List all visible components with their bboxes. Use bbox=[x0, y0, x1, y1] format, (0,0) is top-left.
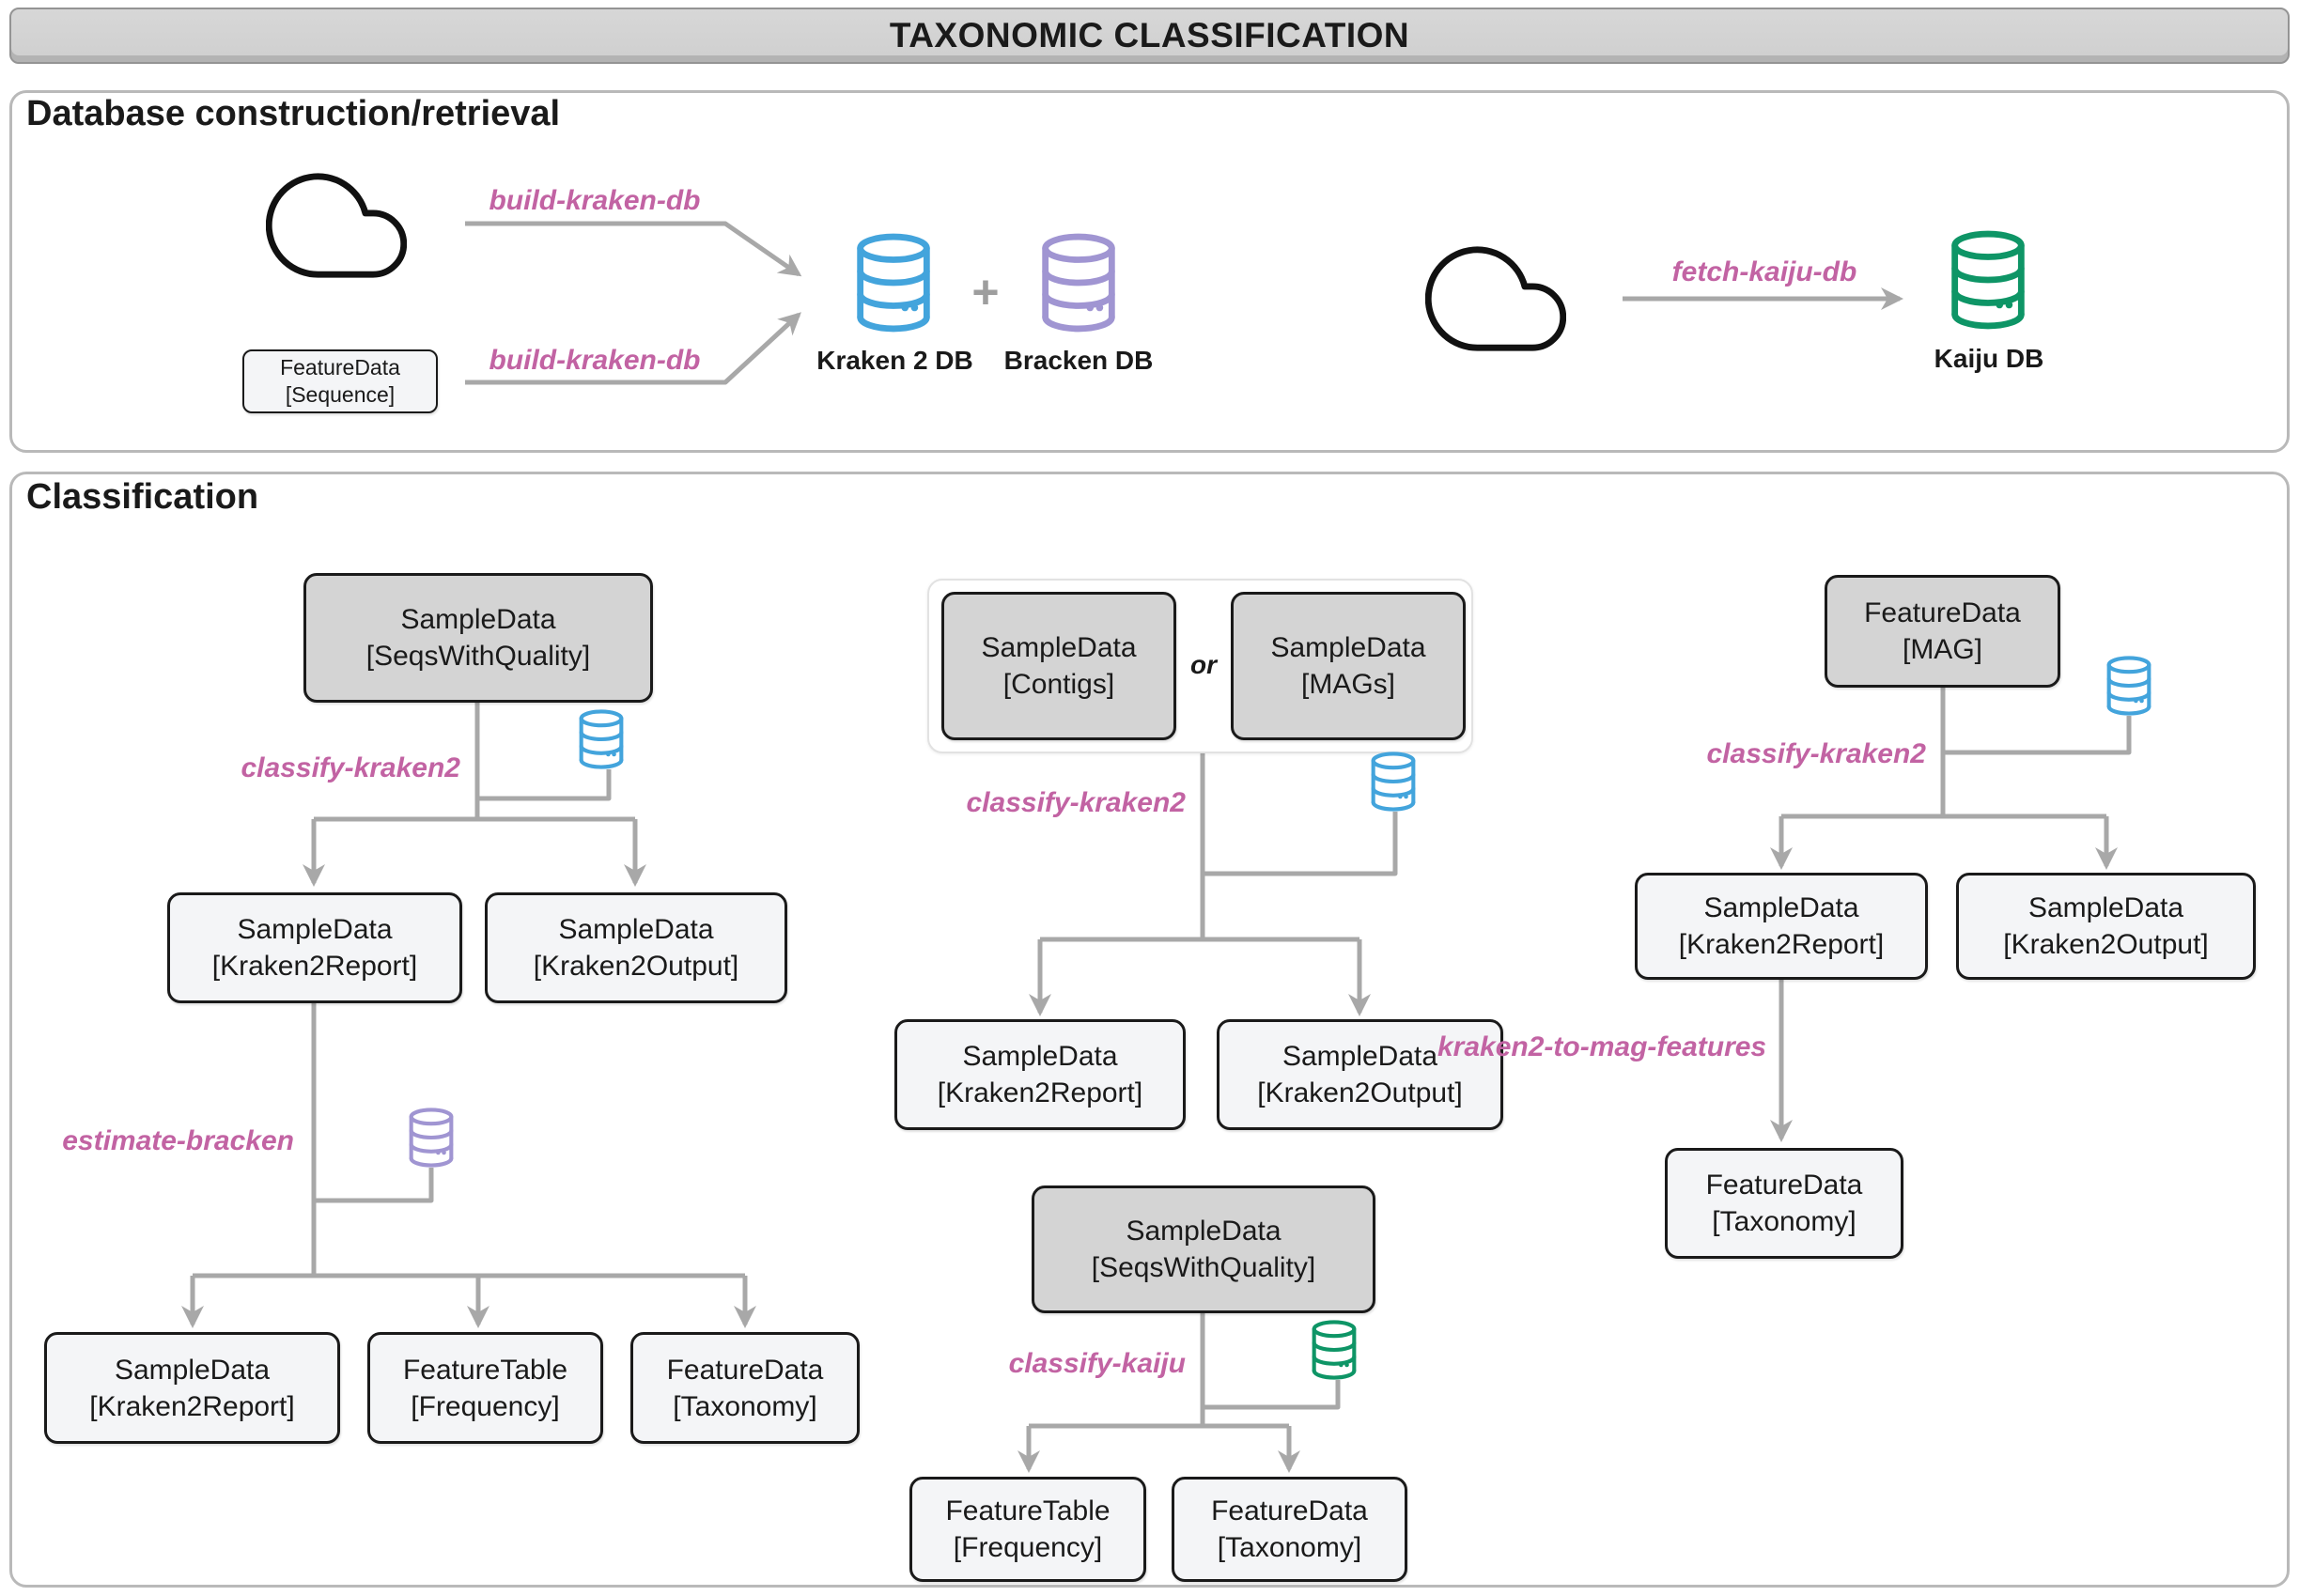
node-text-line: [MAGs] bbox=[1300, 669, 1395, 700]
node-text-line: FeatureTable bbox=[402, 1354, 568, 1386]
database-icon-kraken2-small bbox=[2103, 656, 2155, 716]
node-featuredata-taxonomy: FeatureData [Taxonomy] bbox=[1665, 1148, 1903, 1259]
action-label-estimate-bracken: estimate-bracken bbox=[62, 1125, 294, 1156]
node-text-line: SampleData bbox=[558, 914, 714, 945]
action-label-build-kraken-db-bottom: build-kraken-db bbox=[489, 345, 701, 376]
node-sampledata-contigs: SampleData [Contigs] bbox=[941, 592, 1176, 740]
node-featuretable-frequency: FeatureTable [Frequency] bbox=[367, 1332, 603, 1444]
action-label-build-kraken-db-top: build-kraken-db bbox=[489, 185, 701, 216]
node-text-line: FeatureTable bbox=[945, 1495, 1111, 1526]
action-label-kraken2-to-mag-features: kraken2-to-mag-features bbox=[1437, 1031, 1767, 1062]
node-sampledata-kraken2output: SampleData [Kraken2Output] bbox=[485, 892, 787, 1003]
node-text-line: FeatureData bbox=[280, 355, 400, 380]
node-featuretable-frequency: FeatureTable [Frequency] bbox=[909, 1477, 1146, 1582]
node-text-line: [Taxonomy] bbox=[1217, 1532, 1362, 1563]
plus-sign: + bbox=[971, 266, 1000, 318]
node-text-line: SampleData bbox=[962, 1041, 1118, 1072]
database-icon-bracken bbox=[1035, 233, 1122, 333]
database-icon-kaiju bbox=[1945, 230, 2031, 330]
node-text-line: SampleData bbox=[1703, 892, 1859, 923]
node-text-line: [Taxonomy] bbox=[1712, 1206, 1856, 1237]
diagram-title: TAXONOMIC CLASSIFICATION bbox=[889, 16, 1410, 54]
node-text-line: [SeqsWithQuality] bbox=[1091, 1252, 1316, 1283]
cloud-icon bbox=[266, 169, 407, 282]
action-label-classify-kraken2: classify-kraken2 bbox=[1706, 738, 1927, 769]
node-text-line: SampleData bbox=[400, 604, 556, 635]
node-text-line: [SeqsWithQuality] bbox=[365, 641, 591, 672]
node-text-line: FeatureData bbox=[1864, 597, 2021, 628]
action-label-classify-kraken2: classify-kraken2 bbox=[241, 752, 461, 783]
node-sampledata-seqswithquality-2: SampleData [SeqsWithQuality] bbox=[1032, 1185, 1375, 1313]
node-text-line: [Kraken2Report] bbox=[89, 1390, 295, 1422]
node-text-line: SampleData bbox=[237, 914, 393, 945]
node-text-line: SampleData bbox=[981, 632, 1137, 663]
database-icon-bracken-small bbox=[405, 1108, 458, 1168]
node-sampledata-seqswithquality: SampleData [SeqsWithQuality] bbox=[303, 573, 653, 703]
action-label-fetch-kaiju-db: fetch-kaiju-db bbox=[1671, 256, 1857, 287]
node-text-line: [Kraken2Output] bbox=[1257, 1077, 1463, 1108]
node-text-line: [Kraken2Report] bbox=[211, 951, 418, 982]
node-text-line: [Kraken2Output] bbox=[533, 951, 739, 982]
node-text-line: [Kraken2Output] bbox=[2003, 929, 2209, 960]
node-text-line: SampleData bbox=[1126, 1216, 1282, 1247]
node-text-line: [Kraken2Report] bbox=[1678, 929, 1885, 960]
node-featuredata-sequence: FeatureData [Sequence] bbox=[242, 349, 438, 413]
node-text-line: SampleData bbox=[2027, 892, 2184, 923]
diagram-title-bar: TAXONOMIC CLASSIFICATION bbox=[9, 8, 2290, 64]
node-text-line: SampleData bbox=[1282, 1041, 1438, 1072]
label-bracken-db: Bracken DB bbox=[1003, 346, 1154, 375]
classification-section-heading: Classification bbox=[26, 477, 259, 517]
node-sampledata-kraken2report-2: SampleData [Kraken2Report] bbox=[44, 1332, 340, 1444]
node-text-line: [Kraken2Report] bbox=[937, 1077, 1143, 1108]
database-icon-kaiju-small bbox=[1308, 1320, 1360, 1380]
node-text-line: [Taxonomy] bbox=[673, 1390, 817, 1422]
node-sampledata-kraken2report: SampleData [Kraken2Report] bbox=[1635, 873, 1928, 980]
node-text-line: SampleData bbox=[114, 1354, 271, 1386]
node-featuredata-taxonomy: FeatureData [Taxonomy] bbox=[630, 1332, 860, 1444]
node-text-line: FeatureData bbox=[1705, 1170, 1863, 1201]
action-label-classify-kaiju: classify-kaiju bbox=[1008, 1348, 1186, 1379]
node-sampledata-kraken2output: SampleData [Kraken2Output] bbox=[1217, 1019, 1503, 1130]
node-text-line: FeatureData bbox=[666, 1354, 824, 1386]
database-icon-kraken2-small bbox=[1367, 752, 1420, 812]
node-sampledata-kraken2output: SampleData [Kraken2Output] bbox=[1956, 873, 2256, 980]
node-text-line: [Sequence] bbox=[285, 382, 396, 407]
or-label: or bbox=[1190, 650, 1217, 679]
node-sampledata-mags: SampleData [MAGs] bbox=[1231, 592, 1466, 740]
node-text-line: [Frequency] bbox=[953, 1532, 1103, 1563]
database-section-heading: Database construction/retrieval bbox=[26, 94, 561, 133]
label-kaiju-db: Kaiju DB bbox=[1934, 344, 2044, 373]
node-featuredata-mag: FeatureData [MAG] bbox=[1825, 575, 2060, 688]
node-text-line: [Contigs] bbox=[1002, 669, 1115, 700]
node-sampledata-kraken2report: SampleData [Kraken2Report] bbox=[894, 1019, 1186, 1130]
database-icon-kraken2-small bbox=[575, 709, 628, 769]
database-icon-kraken2 bbox=[850, 233, 937, 333]
node-sampledata-kraken2report: SampleData [Kraken2Report] bbox=[167, 892, 462, 1003]
node-text-line: SampleData bbox=[1270, 632, 1426, 663]
node-featuredata-taxonomy: FeatureData [Taxonomy] bbox=[1172, 1477, 1407, 1582]
cloud-icon bbox=[1425, 242, 1566, 355]
node-text-line: FeatureData bbox=[1211, 1495, 1368, 1526]
label-kraken2-db: Kraken 2 DB bbox=[816, 346, 973, 375]
node-text-line: [Frequency] bbox=[411, 1390, 560, 1422]
action-label-classify-kraken2: classify-kraken2 bbox=[966, 787, 1187, 818]
node-text-line: [MAG] bbox=[1902, 634, 1982, 665]
